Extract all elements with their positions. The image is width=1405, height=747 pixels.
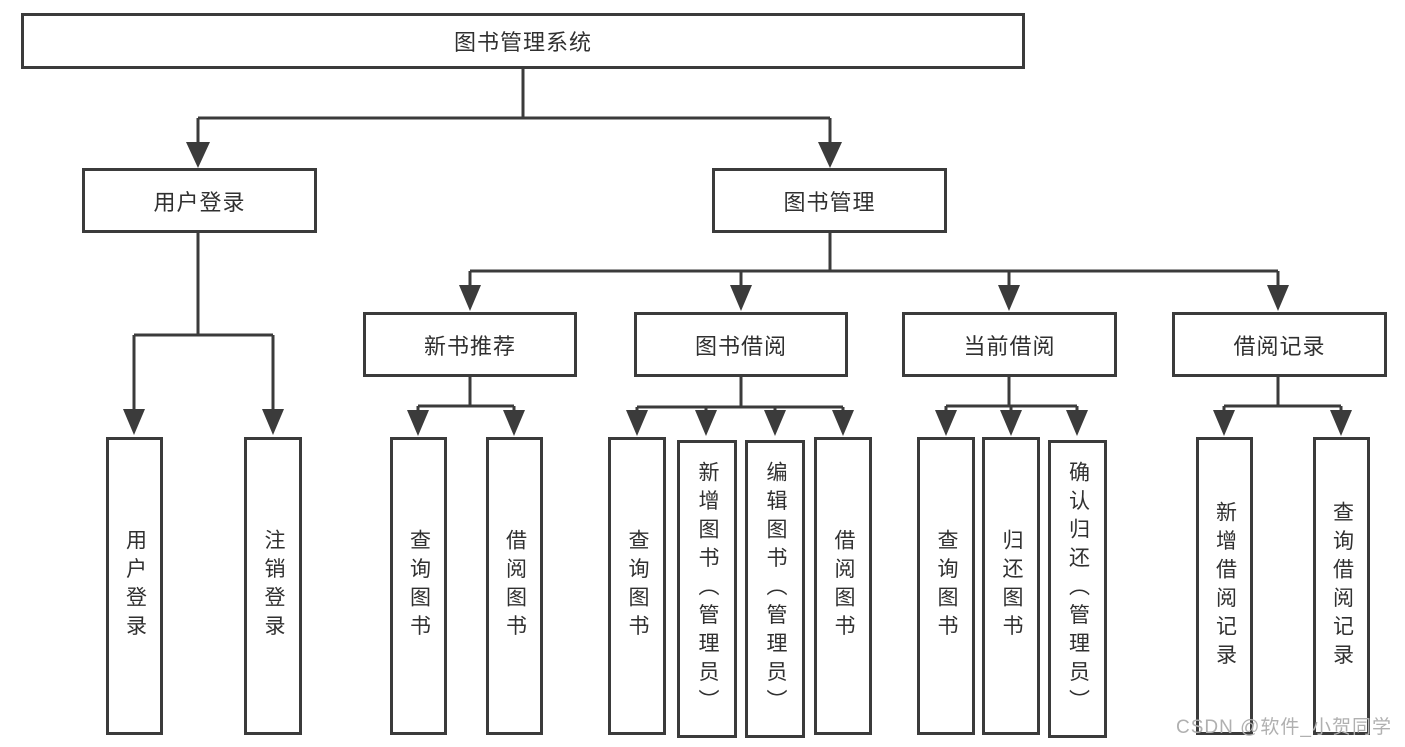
arrowhead <box>123 409 145 435</box>
node-label: 查询图书 <box>407 529 431 643</box>
node-label: 新增借阅记录 <box>1213 500 1237 672</box>
node-label: 新增图书（管理员） <box>696 460 719 718</box>
connector-book-management-children <box>459 233 1289 311</box>
node-label: 查询图书 <box>626 529 649 643</box>
node-label: 图书借阅 <box>694 333 787 359</box>
node-label: 用户登录 <box>153 189 246 215</box>
node-leaf-confirm-return-admin: 确认归还（管理员） <box>1048 440 1107 738</box>
csdn-watermark: CSDN @软件_小贺同学 <box>1176 717 1392 738</box>
arrowhead <box>998 285 1020 311</box>
node-user-login: 用户登录 <box>82 168 317 233</box>
node-leaf-logout: 注销登录 <box>244 437 302 735</box>
arrowhead <box>1000 410 1022 436</box>
node-leaf-return-book: 归还图书 <box>982 437 1040 735</box>
arrowhead <box>695 410 717 436</box>
arrowhead <box>818 142 842 168</box>
node-label: 当前借阅 <box>963 333 1056 359</box>
node-label: 编辑图书（管理员） <box>764 460 787 718</box>
arrowhead <box>262 409 284 435</box>
node-label: 归还图书 <box>1000 529 1023 643</box>
connector-root-to-level2 <box>186 69 842 168</box>
arrowhead <box>1267 285 1289 311</box>
node-leaf-add-borrow-record: 新增借阅记录 <box>1196 437 1253 735</box>
connector-new-book-rec-children <box>407 377 525 436</box>
node-label: 借阅图书 <box>503 529 527 643</box>
node-current-borrow: 当前借阅 <box>902 312 1117 377</box>
connector-book-borrow-children <box>626 377 854 436</box>
node-label: 新书推荐 <box>423 333 516 359</box>
connector-current-borrow-children <box>935 377 1088 436</box>
node-borrow-record: 借阅记录 <box>1172 312 1387 377</box>
arrowhead <box>1330 410 1352 436</box>
node-leaf-add-book-admin: 新增图书（管理员） <box>677 440 737 738</box>
node-label: 借阅记录 <box>1233 333 1326 359</box>
arrowhead <box>1213 410 1235 436</box>
arrowhead <box>1066 410 1088 436</box>
node-library-management-system: 图书管理系统 <box>21 13 1025 69</box>
node-leaf-query-book-3: 查询图书 <box>917 437 975 735</box>
node-leaf-query-book-2: 查询图书 <box>608 437 666 735</box>
node-leaf-query-book-1: 查询图书 <box>390 437 447 735</box>
arrowhead <box>626 410 648 436</box>
node-label: 用户登录 <box>123 529 147 643</box>
node-leaf-query-borrow-record: 查询借阅记录 <box>1313 437 1370 735</box>
arrowhead <box>459 285 481 311</box>
arrowhead <box>935 410 957 436</box>
arrowhead <box>764 410 786 436</box>
node-label: 查询图书 <box>935 529 958 643</box>
connector-borrow-record-children <box>1213 377 1352 436</box>
node-label: 确认归还（管理员） <box>1066 460 1090 718</box>
node-label: 注销登录 <box>262 529 285 643</box>
node-new-book-recommend: 新书推荐 <box>363 312 577 377</box>
node-label: 借阅图书 <box>832 529 855 643</box>
node-leaf-user-login: 用户登录 <box>106 437 163 735</box>
arrowhead <box>186 142 210 168</box>
node-leaf-edit-book-admin: 编辑图书（管理员） <box>745 440 805 738</box>
arrowhead <box>503 410 525 436</box>
node-label: 图书管理系统 <box>453 30 592 55</box>
node-book-borrow: 图书借阅 <box>634 312 848 377</box>
arrowhead <box>832 410 854 436</box>
node-leaf-borrow-book-1: 借阅图书 <box>486 437 543 735</box>
node-label: 查询借阅记录 <box>1330 500 1354 672</box>
node-leaf-borrow-book-2: 借阅图书 <box>814 437 872 735</box>
arrowhead <box>407 410 429 436</box>
arrowhead <box>730 285 752 311</box>
connector-user-login-children <box>123 233 284 435</box>
node-book-management: 图书管理 <box>712 168 947 233</box>
node-label: 图书管理 <box>783 189 876 215</box>
